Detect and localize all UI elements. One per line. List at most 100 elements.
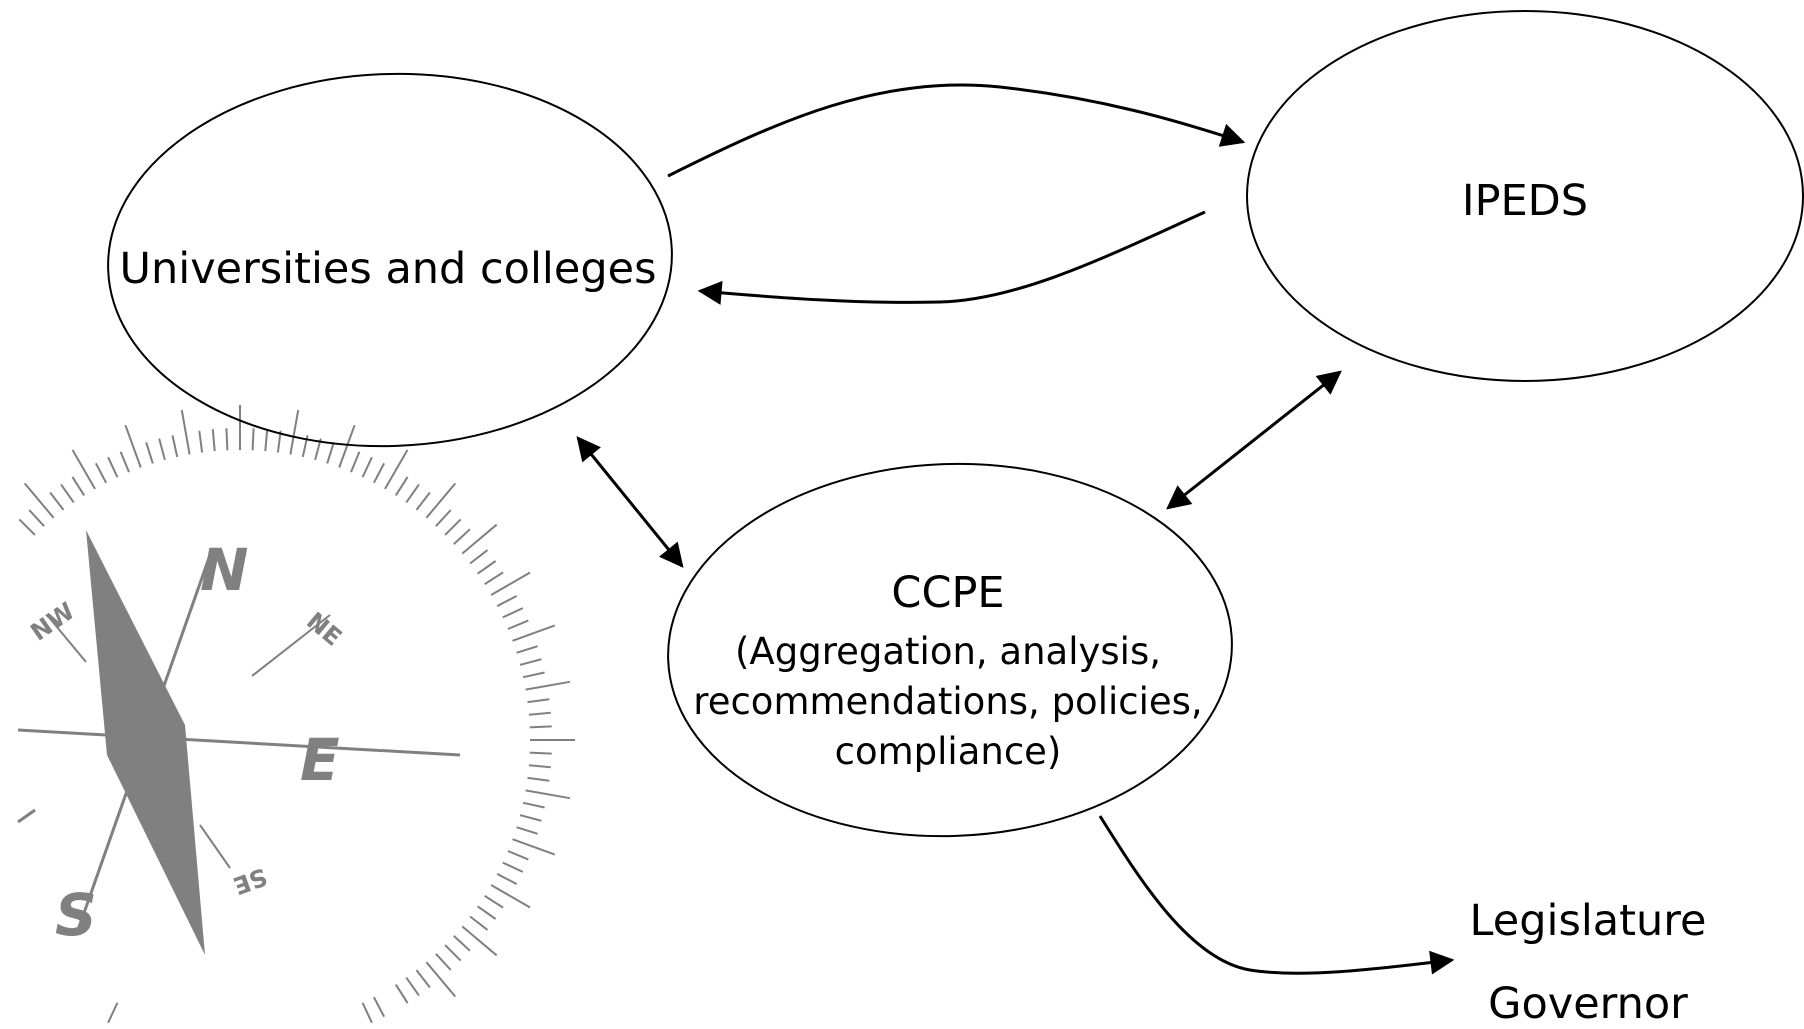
compass-tick (490, 884, 531, 909)
compass-tick (453, 528, 471, 545)
compass-tick (516, 826, 538, 835)
compass-tick (484, 894, 504, 909)
compass-tick (528, 764, 551, 769)
compass-tick (171, 435, 179, 458)
output-governor: Governor (1488, 979, 1688, 1029)
compass-tick (522, 801, 545, 809)
ccpe-title: CCPE (891, 568, 1004, 618)
ccpe-node (667, 462, 1233, 838)
compass-tick (373, 462, 385, 484)
compass-tick (519, 658, 542, 666)
compass-label-southeast: SE (229, 862, 270, 900)
compass-tick (507, 850, 529, 861)
compass-tick (519, 814, 542, 822)
compass-tick (444, 518, 462, 536)
compass-rose-icon: N E S NW NE SE (17, 405, 575, 1024)
compass-ne-line (251, 614, 331, 677)
compass-tick (477, 560, 497, 575)
compass-tick (461, 523, 498, 555)
compass-tick (435, 953, 452, 971)
compass-tick (124, 424, 142, 468)
compass-tick (469, 915, 489, 931)
arrow-ipeds-to-universities (697, 210, 1206, 305)
arrow-ccpe-to-outputs (1098, 815, 1455, 975)
compass-tick (198, 430, 204, 453)
compass-se-line (199, 824, 231, 869)
arrow-ipeds-ccpe (1166, 370, 1342, 510)
compass-tick (60, 483, 75, 503)
compass-label-east: E (300, 726, 340, 794)
compass-tick (522, 671, 545, 679)
compass-tick (28, 509, 45, 527)
compass-tick (119, 451, 130, 473)
compass-tick (71, 476, 86, 496)
compass-tick (529, 725, 552, 729)
compass-tick (373, 996, 385, 1018)
compass-tick (394, 476, 409, 496)
universities-label: Universities and colleges (120, 244, 657, 294)
compass-tick (264, 429, 269, 452)
compass-tick (23, 482, 55, 519)
compass-tick (425, 961, 457, 998)
compass-tick (435, 509, 452, 527)
compass-tick (350, 451, 361, 473)
compass-tick (211, 429, 216, 452)
compass-tick (326, 442, 335, 464)
compass-tick (477, 905, 497, 920)
compass-tick (107, 1002, 119, 1024)
compass-tick (484, 571, 504, 586)
compass-tick (490, 571, 531, 596)
compass-tick (415, 491, 431, 511)
compass-tick (405, 483, 420, 503)
compass-tick (289, 409, 300, 455)
compass-tick (225, 428, 229, 451)
compass-east-west-line (17, 728, 461, 757)
compass-tick (444, 944, 462, 962)
compass-label-northeast: NE (301, 607, 347, 652)
compass-tick (496, 873, 518, 885)
ccpe-description-line-3: compliance) (835, 730, 1062, 773)
compass-needle-icon (86, 530, 205, 955)
compass-tick (529, 751, 552, 755)
compass-tick (394, 984, 409, 1004)
compass-tick (525, 680, 571, 691)
compass-tick (415, 969, 431, 989)
compass-tick (512, 624, 556, 642)
ccpe-description-line-2: recommendations, policies, (693, 680, 1202, 723)
ipeds-label: IPEDS (1462, 176, 1588, 226)
compass-tick (516, 645, 538, 654)
output-legislature: Legislature (1470, 896, 1707, 946)
compass-tick (528, 711, 551, 716)
compass-tick (107, 456, 119, 478)
compass-tick (180, 409, 191, 455)
compass-tick (49, 491, 65, 511)
compass-tick (338, 424, 356, 468)
compass-tick (361, 1002, 373, 1024)
compass-tick (95, 462, 107, 484)
compass-tick (525, 789, 571, 800)
compass-tick (502, 607, 524, 619)
compass-tick (469, 549, 489, 565)
compass-tick (384, 449, 409, 490)
universities-node (107, 72, 673, 448)
compass-west-tick (17, 808, 36, 824)
compass-label-northwest: NW (26, 597, 80, 647)
compass-label-south: S (55, 881, 97, 949)
compass-tick (145, 442, 154, 464)
compass-tick (425, 482, 457, 519)
ccpe-description-line-1: (Aggregation, analysis, (735, 630, 1161, 673)
compass-tick (507, 619, 529, 630)
compass-tick (461, 925, 498, 957)
compass-tick (502, 861, 524, 873)
arrow-universities-ccpe (576, 436, 684, 568)
compass-tick (18, 518, 36, 536)
compass-tick (527, 776, 550, 782)
compass-tick (512, 838, 556, 856)
ipeds-node (1246, 10, 1804, 382)
compass-tick (453, 935, 471, 952)
compass-label-north: N (200, 536, 249, 604)
compass-tick (405, 977, 420, 997)
compass-nw-line (46, 614, 87, 663)
compass-tick (251, 428, 255, 451)
